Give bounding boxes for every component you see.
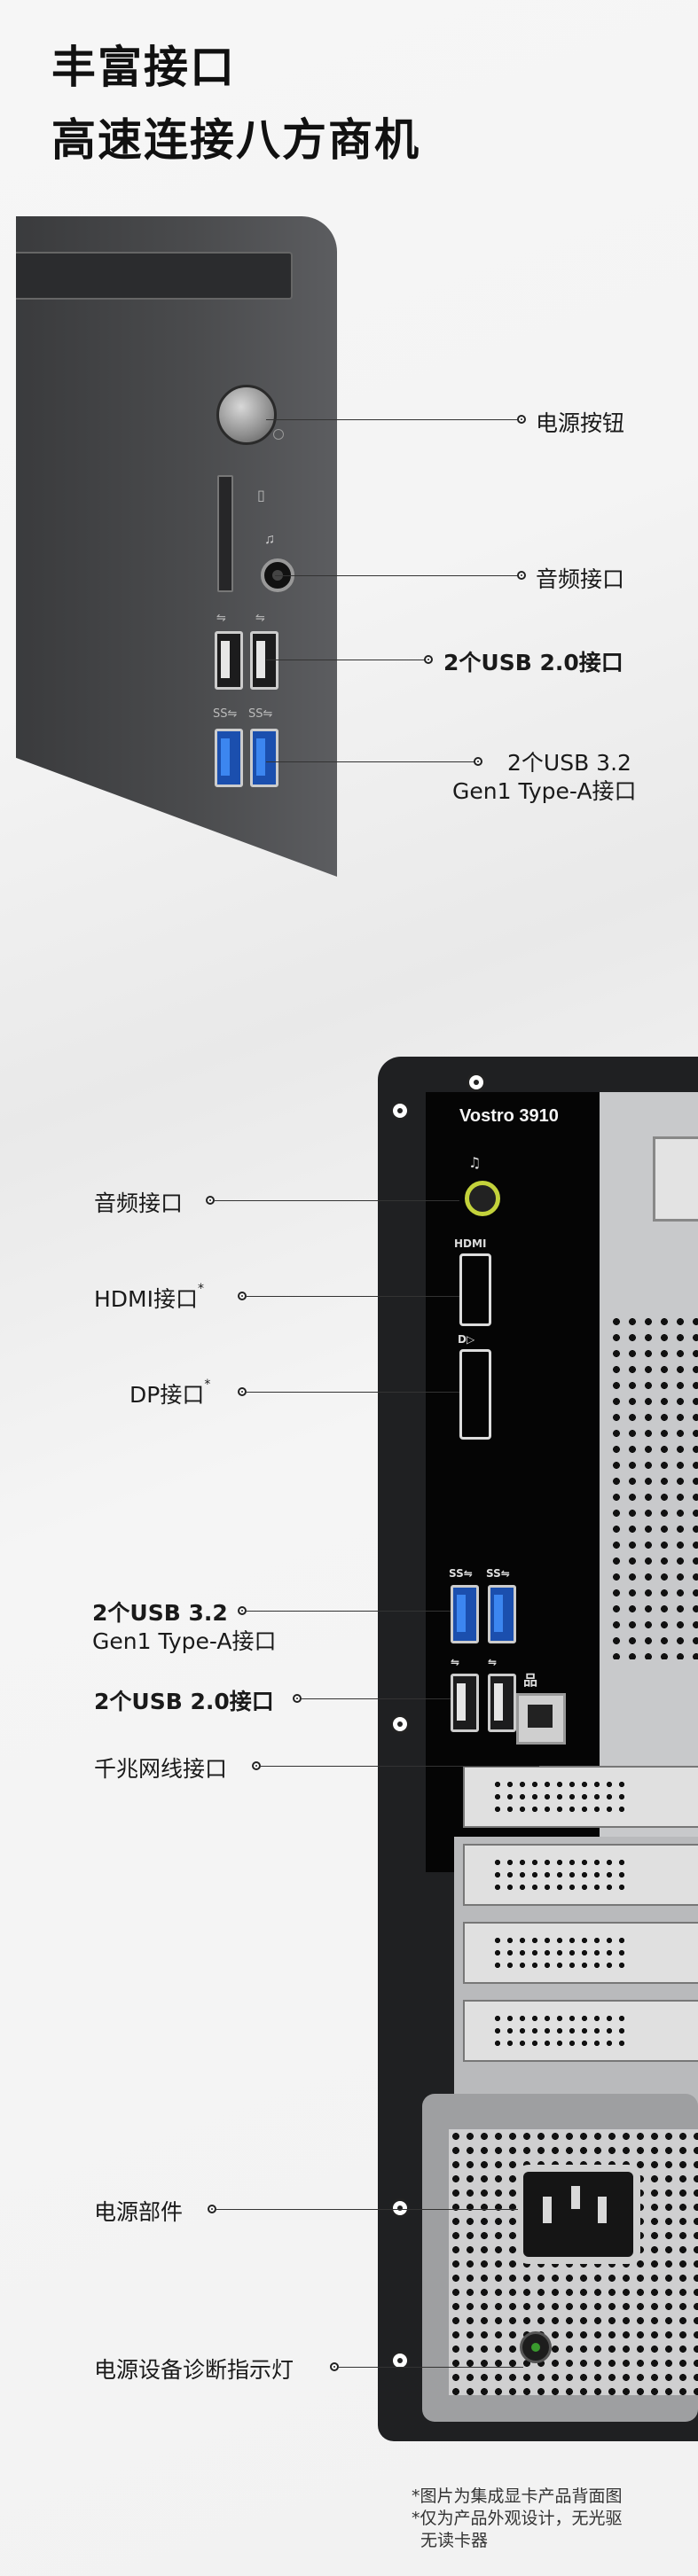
io-panel — [426, 1092, 600, 1872]
leader-line — [339, 2367, 523, 2368]
label-rear-usb3-line1: 2个USB 3.2 — [92, 1600, 228, 1626]
callout-dot-icon — [238, 1606, 247, 1615]
usb3-port-icon — [451, 1585, 479, 1643]
usb-icon: ⇋ — [488, 1656, 498, 1668]
callout-dot-icon — [293, 1694, 302, 1703]
usb-icon: ⇋ — [451, 1656, 460, 1668]
callout-dot-icon — [330, 2362, 339, 2371]
usb2-port-icon — [451, 1674, 479, 1732]
audio-jack-icon — [465, 1181, 500, 1216]
power-button-icon — [216, 385, 277, 445]
vent-grille — [608, 1314, 698, 1659]
rear-panel: Vostro 3910 ♫ HDMI D▷ SS⇋ SS⇋ ⇋ ⇋ 品 — [378, 1057, 698, 2441]
usb-icon: ⇋ — [216, 612, 226, 625]
expansion-slot — [463, 1922, 698, 1984]
psu-led-icon — [520, 2331, 552, 2363]
label-audio-jack: 音频接口 — [536, 566, 625, 592]
label-ethernet: 千兆网线接口 — [94, 1756, 228, 1782]
label-psu-led: 电源设备诊断指示灯 — [94, 2357, 294, 2383]
card-slot — [217, 475, 233, 592]
hdd-led-icon: ▯ — [257, 488, 265, 503]
callout-dot-icon — [208, 2205, 216, 2213]
screw-icon — [390, 2198, 410, 2218]
usb3-icon: SS⇋ — [248, 707, 273, 721]
usb3-icon: SS⇋ — [213, 707, 238, 721]
callout-dot-icon — [424, 655, 433, 664]
power-led-icon — [273, 429, 284, 440]
front-panel: ▯ ♫ ⇋ ⇋ SS⇋ SS⇋ — [16, 216, 337, 877]
label-power-button: 电源按钮 — [536, 410, 625, 436]
usb2-port-icon — [215, 631, 243, 690]
hdmi-icon: HDMI — [454, 1237, 487, 1250]
asterisk: * — [204, 1378, 211, 1392]
expansion-slot — [463, 1766, 698, 1828]
usb3-port-icon — [215, 729, 243, 787]
footnote: 无读卡器 — [420, 2531, 489, 2550]
label-rear-usb2: 2个USB 2.0接口 — [94, 1689, 274, 1714]
usb-icon: ⇋ — [255, 612, 265, 625]
footnote: *图片为集成显卡产品背面图 — [412, 2486, 623, 2506]
usb2-port-icon — [250, 631, 278, 690]
leader-line — [261, 1766, 539, 1767]
usb3-port-icon — [488, 1585, 516, 1643]
dp-icon: D▷ — [458, 1333, 475, 1346]
callout-dot-icon — [252, 1761, 261, 1770]
power-socket-icon — [516, 2165, 640, 2264]
callout-dot-icon — [206, 1196, 215, 1205]
label-dp: DP接口* — [129, 1378, 210, 1409]
callout-dot-icon — [517, 571, 526, 580]
asterisk: * — [198, 1282, 204, 1296]
label-usb2: 2个USB 2.0接口 — [443, 650, 623, 675]
dp-port-icon — [459, 1349, 491, 1440]
usb3-port-icon — [250, 729, 278, 787]
expansion-slot — [463, 1844, 698, 1906]
label-dp-text: DP接口 — [129, 1382, 205, 1408]
leader-line — [216, 2209, 518, 2210]
label-hdmi: HDMI接口* — [94, 1282, 204, 1314]
callout-dot-icon — [517, 415, 526, 424]
hdmi-port-icon — [459, 1253, 491, 1326]
callout-dot-icon — [238, 1292, 247, 1300]
leader-line — [266, 419, 520, 420]
page-title-line2: 高速连接八方商机 — [51, 114, 420, 166]
footnote: *仅为产品外观设计，无光驱 — [412, 2509, 623, 2528]
label-usb3-line2: Gen1 Type-A接口 — [452, 778, 637, 804]
leader-line — [266, 761, 475, 762]
expansion-slot — [463, 2000, 698, 2062]
leader-line — [302, 1698, 451, 1699]
label-rear-audio: 音频接口 — [94, 1190, 184, 1216]
usb3-icon: SS⇋ — [449, 1567, 473, 1580]
leader-line — [247, 1296, 459, 1297]
label-rear-usb3-line2: Gen1 Type-A接口 — [92, 1628, 277, 1654]
screw-icon — [390, 1714, 410, 1734]
screw-icon — [390, 2351, 410, 2370]
label-usb3-line1: 2个USB 3.2 — [507, 750, 631, 776]
latch-icon — [653, 1136, 698, 1222]
ethernet-port-icon — [516, 1693, 566, 1745]
drive-bay-slot — [16, 252, 293, 300]
model-label: Vostro 3910 — [459, 1106, 559, 1126]
page-title-line1: 丰富接口 — [51, 42, 236, 93]
screw-icon — [467, 1073, 486, 1092]
footnotes: *图片为集成显卡产品背面图 *仅为产品外观设计，无光驱 无读卡器 — [412, 2486, 623, 2552]
leader-line — [247, 1392, 459, 1393]
label-hdmi-text: HDMI接口 — [94, 1286, 198, 1312]
callout-dot-icon — [238, 1387, 247, 1396]
screw-icon — [390, 1101, 410, 1120]
network-icon: 品 — [523, 1672, 538, 1689]
usb2-port-icon — [488, 1674, 516, 1732]
leader-line — [247, 1611, 451, 1612]
headset-icon: ♫ — [264, 532, 275, 547]
label-psu: 电源部件 — [94, 2199, 184, 2225]
usb3-icon: SS⇋ — [486, 1567, 510, 1580]
callout-dot-icon — [474, 757, 482, 766]
headset-icon: ♫ — [468, 1154, 482, 1171]
leader-line — [215, 1200, 459, 1201]
leader-line — [275, 575, 520, 576]
